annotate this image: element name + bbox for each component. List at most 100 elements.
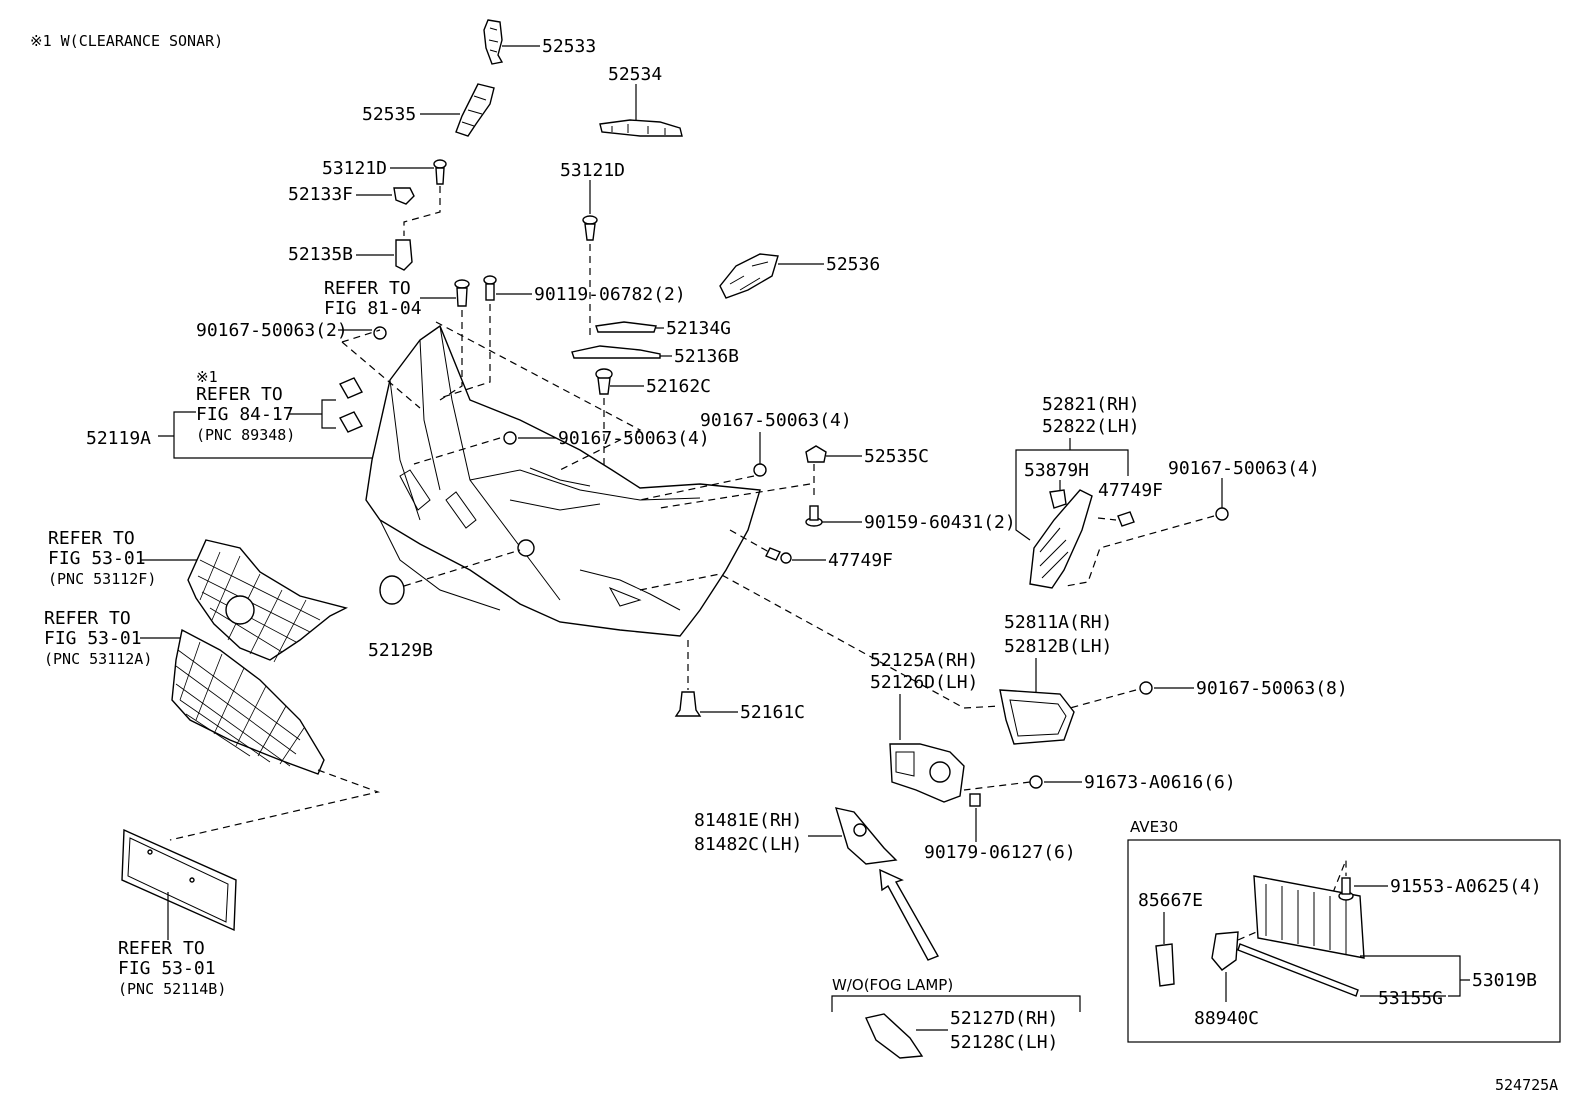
part-47749F-a[interactable]: 47749F xyxy=(828,550,893,571)
front-bumper-cover-shape xyxy=(365,324,761,637)
bolt-90167-b-shape xyxy=(503,431,517,445)
part-53121D-center[interactable]: 53121D xyxy=(560,160,625,181)
wo-fog-lamp-note: W/O(FOG LAMP) xyxy=(832,976,953,994)
part-52534[interactable]: 52534 xyxy=(608,64,662,85)
part-53019B[interactable]: 53019B xyxy=(1472,970,1537,991)
screw-90159-shape xyxy=(805,505,823,527)
part-47749F-b[interactable]: 47749F xyxy=(1098,480,1163,501)
part-52162C[interactable]: 52162C xyxy=(646,376,711,397)
clip-53121D-center-shape xyxy=(582,215,598,241)
clip-47749F-b-shape xyxy=(1117,511,1135,527)
bracket-52535-shape xyxy=(455,83,495,137)
part-52533[interactable]: 52533 xyxy=(542,36,596,57)
illustration-number: 524725A xyxy=(1495,1076,1558,1094)
part-90167-50063-2[interactable]: 90167-50063(2) xyxy=(196,320,348,341)
grille-53112A-shape xyxy=(171,628,325,775)
ave30-label: AVE30 xyxy=(1130,818,1178,836)
seal-53155G-shape xyxy=(1237,943,1359,997)
license-bracket-shape xyxy=(121,828,237,932)
grille-53112F-shape xyxy=(187,539,348,663)
part-90179-06127[interactable]: 90179-06127(6) xyxy=(924,842,1076,863)
part-52535[interactable]: 52535 xyxy=(362,104,416,125)
bolt-91673-shape xyxy=(1029,775,1043,789)
refer-fig-81-04-line2[interactable]: FIG 81-04 xyxy=(324,298,422,319)
nut-90179-shape xyxy=(969,793,981,807)
part-53121D-left[interactable]: 53121D xyxy=(322,158,387,179)
part-52129B[interactable]: 52129B xyxy=(368,640,433,661)
bracket-52533-shape xyxy=(483,19,504,65)
bolt-90167-c-shape xyxy=(753,463,767,477)
part-52127D[interactable]: 52127D(RH) xyxy=(950,1008,1058,1029)
refer-fig-53-01-b-line3: (PNC 53112A) xyxy=(44,650,152,668)
part-52822[interactable]: 52822(LH) xyxy=(1042,416,1140,437)
part-53879H[interactable]: 53879H xyxy=(1024,460,1089,481)
clip-53121D-left-shape xyxy=(433,159,447,185)
part-52136B[interactable]: 52136B xyxy=(674,346,739,367)
part-52536[interactable]: 52536 xyxy=(826,254,880,275)
refer-fig-53-01-c-line1: REFER TO xyxy=(118,938,205,959)
refer-fig-84-17-line2[interactable]: FIG 84-17 xyxy=(196,404,294,425)
part-52811A[interactable]: 52811A(RH) xyxy=(1004,612,1112,633)
clip-81-04-shape xyxy=(454,279,470,307)
cover-81481E-shape xyxy=(834,807,898,865)
clip-53879H-shape xyxy=(1049,489,1067,509)
ave30-box xyxy=(1127,839,1561,1043)
part-52133F[interactable]: 52133F xyxy=(288,184,353,205)
part-52135B[interactable]: 52135B xyxy=(288,244,353,265)
bracket-52136B-shape xyxy=(571,345,661,359)
retainer-52135B-shape xyxy=(395,239,413,271)
part-52134G[interactable]: 52134G xyxy=(666,318,731,339)
part-52535C[interactable]: 52535C xyxy=(864,446,929,467)
part-81482C[interactable]: 81482C(LH) xyxy=(694,834,802,855)
part-90167-50063-4-b[interactable]: 90167-50063(4) xyxy=(700,410,852,431)
bolt-90167-e-shape xyxy=(1139,681,1153,695)
bolt-90119-shape xyxy=(483,275,497,301)
part-52812B[interactable]: 52812B(LH) xyxy=(1004,636,1112,657)
part-85667E-shape xyxy=(1155,943,1175,987)
cover-52129B-shape xyxy=(379,575,405,605)
clearance-sonar-note: ※1 W(CLEARANCE SONAR) xyxy=(30,32,223,50)
bolt-90167-a-shape xyxy=(373,326,387,340)
refer-fig-53-01-a-line2[interactable]: FIG 53-01 xyxy=(48,548,146,569)
part-90167-50063-8[interactable]: 90167-50063(8) xyxy=(1196,678,1348,699)
sonar-sensor-shape xyxy=(339,377,363,433)
bracket-52134G-shape xyxy=(595,321,657,333)
refer-fig-81-04-line1: REFER TO xyxy=(324,278,411,299)
bolt-91553-shape xyxy=(1338,877,1354,901)
part-90167-50063-4-c[interactable]: 90167-50063(4) xyxy=(1168,458,1320,479)
part-85667E[interactable]: 85667E xyxy=(1138,890,1203,911)
part-90119-06782[interactable]: 90119-06782(2) xyxy=(534,284,686,305)
cover-52127D-shape xyxy=(865,1013,924,1059)
shutter-53019B-shape xyxy=(1253,875,1365,959)
part-88940C-shape xyxy=(1211,931,1239,971)
clip-52161C-shape xyxy=(674,691,702,717)
bracket-52536-shape xyxy=(719,253,779,299)
retainer-52821-shape xyxy=(1029,489,1093,589)
part-88940C[interactable]: 88940C xyxy=(1194,1008,1259,1029)
refer-fig-53-01-c-line2[interactable]: FIG 53-01 xyxy=(118,958,216,979)
part-52128C[interactable]: 52128C(LH) xyxy=(950,1032,1058,1053)
part-90167-50063-4-a[interactable]: 90167-50063(4) xyxy=(558,428,710,449)
part-91673-A0616[interactable]: 91673-A0616(6) xyxy=(1084,772,1236,793)
clip-47749F-a-shape xyxy=(765,547,792,564)
clip-52133F-shape xyxy=(393,187,415,205)
part-52126D[interactable]: 52126D(LH) xyxy=(870,672,978,693)
bracket-52534-shape xyxy=(599,119,683,137)
bolt-90167-d-shape xyxy=(1215,507,1229,521)
part-81481E[interactable]: 81481E(RH) xyxy=(694,810,802,831)
part-52821[interactable]: 52821(RH) xyxy=(1042,394,1140,415)
bracket-52125A-shape xyxy=(889,743,965,803)
refer-fig-53-01-a-line1: REFER TO xyxy=(48,528,135,549)
part-52161C[interactable]: 52161C xyxy=(740,702,805,723)
part-53155G[interactable]: 53155G xyxy=(1378,988,1443,1009)
arrow-up-icon xyxy=(879,868,940,961)
part-52119A[interactable]: 52119A xyxy=(86,428,151,449)
refer-fig-53-01-c-line3: (PNC 52114B) xyxy=(118,980,226,998)
part-91553-A0625[interactable]: 91553-A0625(4) xyxy=(1390,876,1542,897)
refer-fig-84-17-line3: (PNC 89348) xyxy=(196,426,295,444)
part-90159-60431[interactable]: 90159-60431(2) xyxy=(864,512,1016,533)
refer-fig-53-01-b-line2[interactable]: FIG 53-01 xyxy=(44,628,142,649)
clip-52162C-shape xyxy=(595,368,613,395)
refer-fig-84-17-line1: REFER TO xyxy=(196,384,283,405)
part-52125A[interactable]: 52125A(RH) xyxy=(870,650,978,671)
